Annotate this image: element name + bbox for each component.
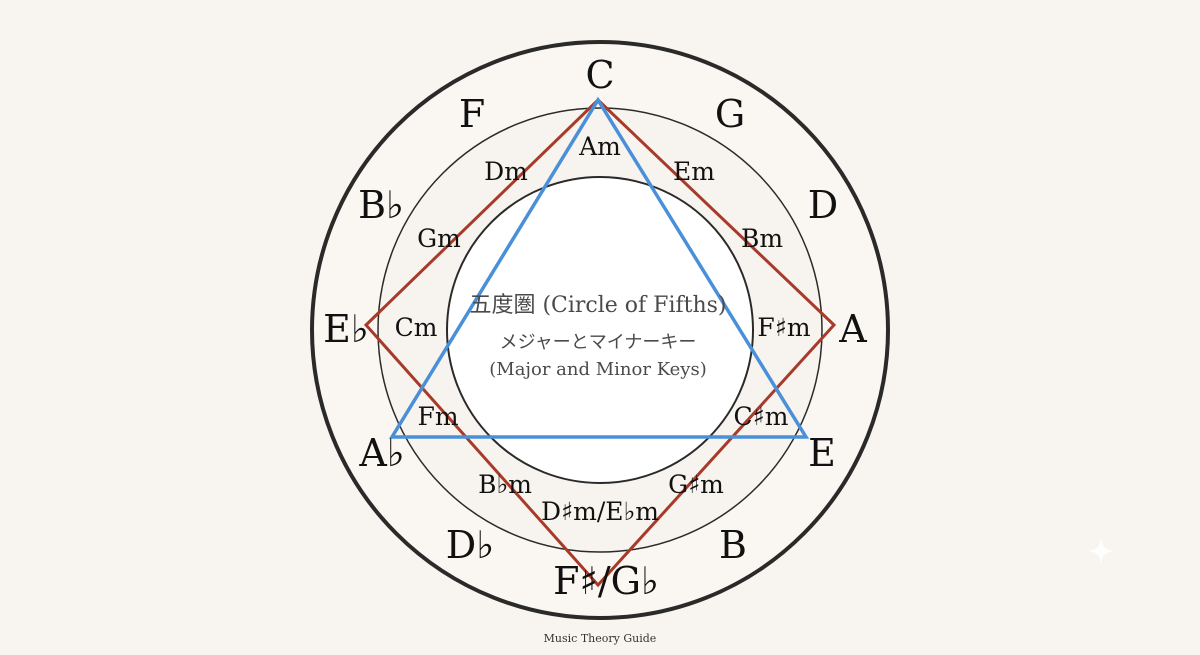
inner-ring bbox=[446, 176, 754, 484]
major-key-label: G bbox=[715, 92, 745, 136]
center-subtitle-ja: メジャーとマイナーキー bbox=[500, 332, 697, 353]
minor-key-label: Bm bbox=[741, 224, 783, 253]
major-key-label: A♭ bbox=[358, 431, 404, 475]
major-key-label: F♯/G♭ bbox=[553, 559, 659, 603]
center-subtitle-en: (Major and Minor Keys) bbox=[489, 359, 707, 380]
minor-key-label: D♯m/E♭m bbox=[541, 497, 659, 526]
minor-key-label: C♯m bbox=[734, 402, 789, 431]
major-key-label: D♭ bbox=[446, 523, 494, 567]
minor-key-label: G♯m bbox=[668, 470, 724, 499]
triangle-shape bbox=[388, 96, 810, 439]
square-shape bbox=[363, 97, 837, 588]
minor-key-label: F♯m bbox=[757, 313, 810, 342]
footer-caption: Music Theory Guide bbox=[543, 632, 657, 645]
minor-key-label: Fm bbox=[417, 402, 458, 431]
minor-key-label: B♭m bbox=[478, 470, 532, 499]
major-key-label: E bbox=[808, 431, 836, 475]
major-key-label: F bbox=[459, 92, 485, 136]
minor-key-label: Gm bbox=[417, 224, 461, 253]
minor-key-label: Am bbox=[578, 132, 621, 161]
major-key-label: B bbox=[719, 523, 747, 567]
major-key-label: D bbox=[808, 183, 838, 227]
major-key-label: E♭ bbox=[323, 307, 369, 351]
major-key-label: C bbox=[585, 53, 614, 97]
minor-key-label: Cm bbox=[395, 313, 438, 342]
sparkle-icon bbox=[1088, 538, 1114, 564]
major-key-label: A bbox=[838, 307, 867, 351]
minor-key-label: Dm bbox=[484, 157, 528, 186]
major-key-label: B♭ bbox=[358, 183, 404, 227]
center-title: 五度圏 (Circle of Fifths) bbox=[469, 293, 726, 318]
minor-key-label: Em bbox=[673, 157, 715, 186]
